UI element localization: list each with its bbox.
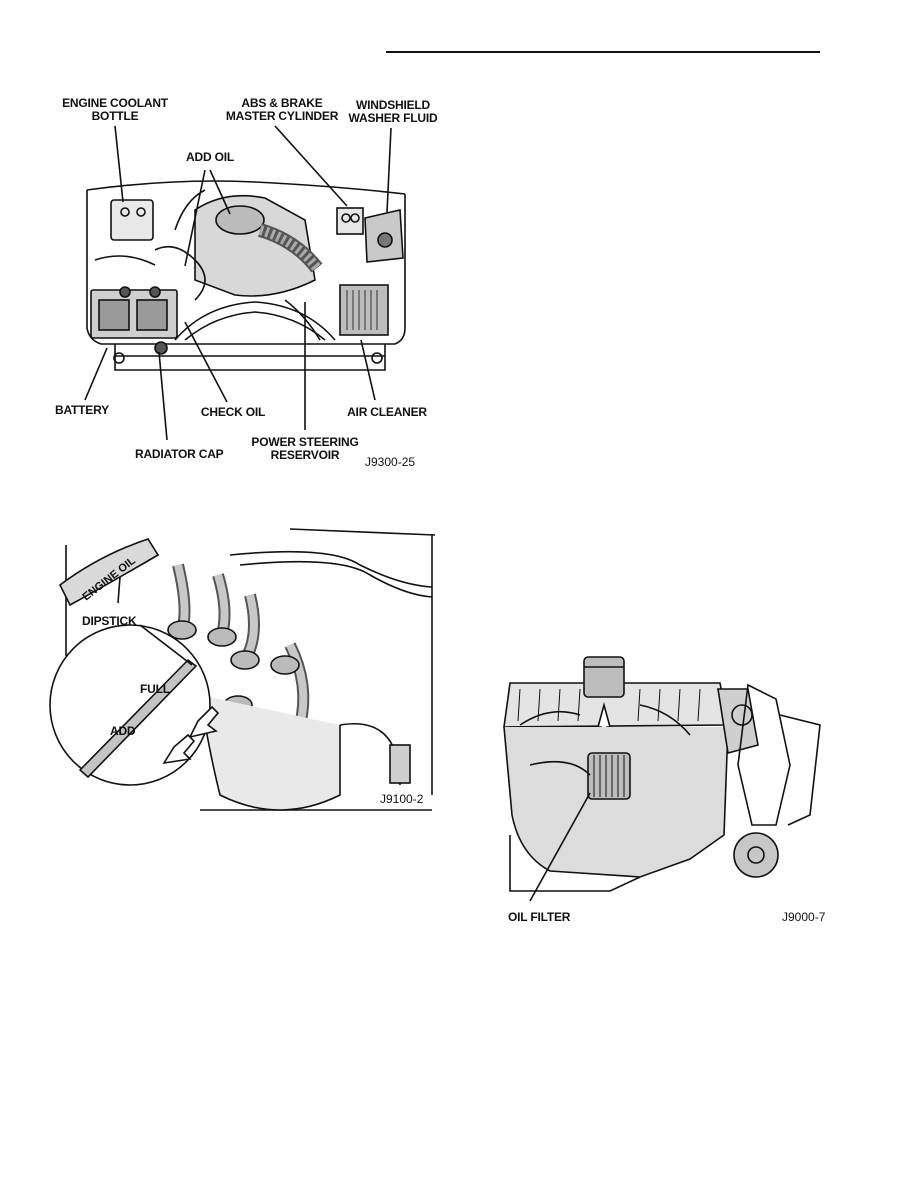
engine-compartment-illustration [84,125,406,441]
label-add: ADD [110,724,136,738]
dipstick-figure: ENGINE OIL DIPSTICK FULL ADD J9100-2 [40,525,440,830]
header-rule [386,51,820,53]
label-windshield-washer-fluid: WINDSHIELD WASHER FLUID [348,98,438,125]
label-full: FULL [140,682,170,696]
label-battery: BATTERY [55,403,109,417]
figure-id-j9100-2: J9100-2 [380,792,424,806]
label-add-oil: ADD OIL [186,150,234,164]
label-air-cleaner: AIR CLEANER [347,405,427,419]
engine-compartment-figure: ENGINE COOLANT BOTTLE ABS & BRAKE MASTER… [55,90,438,470]
oil-filter-figure: OIL FILTER J9000-7 [490,655,840,930]
label-engine-coolant-bottle: ENGINE COOLANT BOTTLE [62,96,168,123]
label-abs-brake-master-cylinder: ABS & BRAKE MASTER CYLINDER [225,96,339,123]
label-check-oil: CHECK OIL [200,405,266,419]
label-radiator-cap: RADIATOR CAP [135,447,224,461]
label-oil-filter: OIL FILTER [508,910,571,924]
dipstick-illustration: ENGINE OIL [49,528,436,811]
figure-id-j9300-25: J9300-25 [365,455,416,469]
figure-id-j9000-7: J9000-7 [782,910,826,924]
label-dipstick: DIPSTICK [82,614,137,628]
label-power-steering-reservoir: POWER STEERING RESERVOIR [251,435,359,462]
oil-filter-illustration [503,656,821,902]
